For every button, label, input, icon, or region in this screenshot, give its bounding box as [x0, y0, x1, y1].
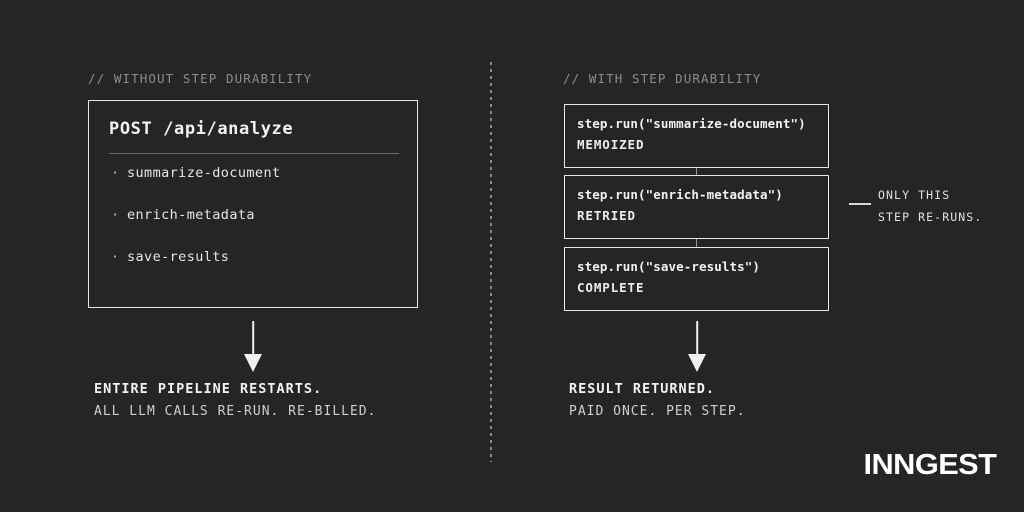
step-box-save-results: step.run("save-results") COMPLETE — [564, 247, 829, 311]
list-item: · save-results — [111, 249, 229, 265]
arrow-shaft — [252, 321, 254, 357]
title-divider-rule — [109, 153, 399, 154]
bullet-icon: · — [111, 207, 120, 223]
monolithic-endpoint-box: POST /api/analyze · summarize-document · e… — [88, 100, 418, 308]
list-item: · enrich-metadata — [111, 207, 255, 223]
step-connector — [696, 239, 698, 248]
status-badge: RETRIED — [577, 208, 636, 223]
status-badge: MEMOIZED — [577, 137, 645, 152]
right-outcome-subline: PAID ONCE. PER STEP. — [569, 404, 746, 419]
step-box-enrich-metadata: step.run("enrich-metadata") RETRIED — [564, 175, 829, 239]
step-call-label: step.run("save-results") — [577, 259, 761, 274]
inngest-logo: INNGEST — [863, 449, 996, 481]
arrow-head — [244, 354, 262, 372]
bullet-icon: · — [111, 249, 120, 265]
right-outcome-headline: RESULT RETURNED. — [569, 381, 716, 397]
arrow-head — [688, 354, 706, 372]
callout-leader-line — [849, 203, 871, 205]
step-call-label: step.run("enrich-metadata") — [577, 187, 783, 202]
vertical-divider — [490, 62, 492, 462]
callout-line-1: ONLY THIS — [878, 188, 951, 202]
down-arrow-icon — [244, 321, 262, 373]
step-connector — [696, 168, 698, 176]
down-arrow-icon — [688, 321, 706, 373]
list-item-label: save-results — [127, 249, 230, 265]
bullet-icon: · — [111, 165, 120, 181]
right-panel-header: // WITH STEP DURABILITY — [563, 71, 762, 86]
list-item-label: summarize-document — [127, 165, 281, 181]
left-outcome-headline: ENTIRE PIPELINE RESTARTS. — [94, 381, 323, 397]
list-item: · summarize-document — [111, 165, 281, 181]
endpoint-title: POST /api/analyze — [109, 119, 294, 139]
step-call-label: step.run("summarize-document") — [577, 116, 806, 131]
status-badge: COMPLETE — [577, 280, 645, 295]
step-box-summarize-document: step.run("summarize-document") MEMOIZED — [564, 104, 829, 168]
callout-line-2: STEP RE-RUNS. — [878, 210, 983, 224]
list-item-label: enrich-metadata — [127, 207, 255, 223]
left-outcome-subline: ALL LLM CALLS RE-RUN. RE-BILLED. — [94, 404, 377, 419]
left-panel-header: // WITHOUT STEP DURABILITY — [88, 71, 313, 86]
arrow-shaft — [696, 321, 698, 357]
